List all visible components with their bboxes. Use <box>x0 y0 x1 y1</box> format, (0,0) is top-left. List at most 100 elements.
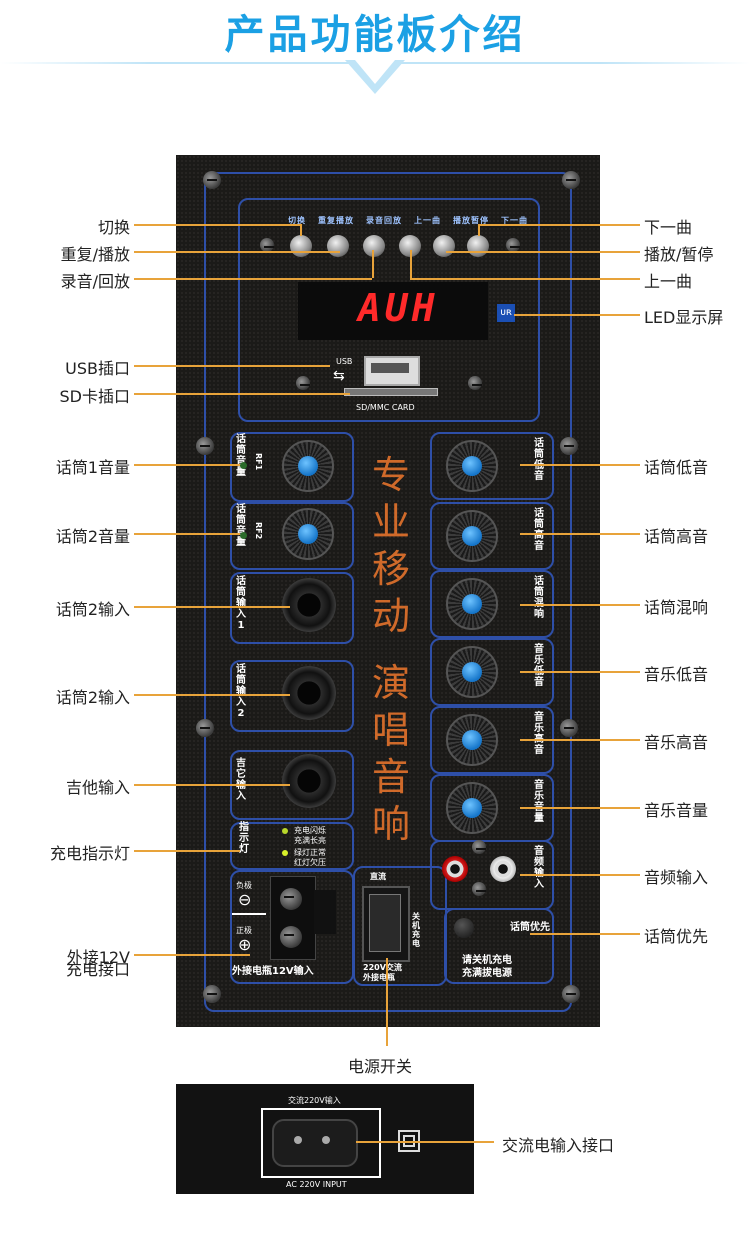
ac-socket[interactable] <box>272 1119 358 1167</box>
slogan-text: 演唱音响 <box>371 661 410 846</box>
charge-note-2: 充满拔电源 <box>462 968 512 979</box>
guitar-input-jack[interactable] <box>282 754 336 808</box>
callout-line <box>410 250 412 278</box>
mic1-input-module <box>230 572 354 644</box>
ac-pin <box>322 1136 330 1144</box>
red-rca-jack[interactable] <box>442 856 468 882</box>
right-knob-module <box>430 502 554 570</box>
callout-label-right: 音乐低音 <box>644 665 709 684</box>
plus-icon: ⊕ <box>238 935 252 954</box>
callout-line <box>520 604 640 606</box>
white-rca-jack[interactable] <box>490 856 516 882</box>
right-knob[interactable] <box>446 510 498 562</box>
right-knob-vert: 音乐低音 <box>534 644 544 688</box>
charge-indicator-module <box>230 822 354 870</box>
charge-note-1: 请关机充电 <box>462 955 512 966</box>
next-track-button[interactable] <box>467 235 489 257</box>
callout-label-right: 话筒混响 <box>644 598 709 617</box>
control-module <box>238 198 540 422</box>
previous-track-button[interactable] <box>399 235 421 257</box>
callout-label-left: 外接12V <box>66 948 130 967</box>
button-label: 切换 <box>288 216 306 225</box>
callout-line <box>134 850 240 852</box>
callout-line <box>134 393 350 395</box>
board-outer-frame <box>204 172 572 1012</box>
rf2-label: RF2 <box>254 522 263 540</box>
chevron-inner <box>355 60 395 84</box>
callout-label-left: 话筒2输入 <box>55 688 130 707</box>
right-knob[interactable] <box>446 782 498 834</box>
callout-line <box>520 807 640 809</box>
switch-button[interactable] <box>290 235 312 257</box>
sd-card-slot[interactable] <box>344 388 438 396</box>
callout-line <box>372 250 374 278</box>
callout-line <box>446 251 640 253</box>
callout-label-right: LED显示屏 <box>644 308 724 327</box>
audio-input-vert: 音频输入 <box>534 846 544 890</box>
usb-symbol-icon: ⇆ <box>333 368 345 384</box>
right-knob[interactable] <box>446 714 498 766</box>
power-module <box>353 866 447 986</box>
right-knob[interactable] <box>446 440 498 492</box>
callout-line <box>134 464 240 466</box>
screw-icon <box>196 437 214 455</box>
callout-line <box>134 251 340 253</box>
mic1-volume-vert: 话筒音量 <box>236 434 246 478</box>
mic-priority-button[interactable] <box>454 918 474 938</box>
usb-text: USB <box>336 357 353 366</box>
callout-line <box>478 224 480 236</box>
screw-icon <box>203 985 221 1003</box>
callout-label-right: 播放/暂停 <box>644 245 714 264</box>
indicator-line1: 充电闪烁 <box>294 826 326 835</box>
mic2-volume-knob[interactable] <box>282 508 334 560</box>
right-knob[interactable] <box>446 578 498 630</box>
callout-line <box>134 224 300 226</box>
right-knob[interactable] <box>446 646 498 698</box>
callout-line <box>520 533 640 535</box>
screw-icon <box>560 719 578 737</box>
callout-label-left: 重复/播放 <box>60 245 130 264</box>
callout-label-left: 话筒2音量 <box>55 527 130 546</box>
rocker <box>369 894 401 952</box>
repeat-play-button[interactable] <box>327 235 349 257</box>
callout-line <box>530 933 640 935</box>
play-pause-button[interactable] <box>433 235 455 257</box>
battery-input-label: 外接电瓶12V输入 <box>232 966 314 977</box>
slogan-text: 专业移动 <box>371 453 410 638</box>
ac-input-callout: 交流电输入接口 <box>502 1136 615 1155</box>
terminal-screw-icon[interactable] <box>280 926 302 948</box>
callout-line <box>520 464 640 466</box>
right-knob-module <box>430 432 554 500</box>
callout-label-left: SD卡插口 <box>59 387 130 406</box>
callout-line <box>134 278 372 280</box>
right-knob-vert: 话筒混响 <box>534 576 544 620</box>
callout-line <box>520 739 640 741</box>
callout-line <box>134 365 330 367</box>
terminal-screw-icon[interactable] <box>280 888 302 910</box>
callout-line <box>134 606 290 608</box>
callout-line <box>514 314 640 316</box>
screw-icon <box>560 437 578 455</box>
usb-port-slot <box>371 363 409 373</box>
guitar-input-vert: 吉它输入 <box>236 758 246 802</box>
callout-label-right: 上一曲 <box>644 272 693 291</box>
negative-label: 负极 <box>236 881 252 890</box>
callout-line <box>520 671 640 673</box>
callout-line <box>134 533 240 535</box>
button-label: 下一曲 <box>501 216 528 225</box>
callout-label-right: 下一曲 <box>644 218 693 237</box>
button-label: 播放暂停 <box>453 216 489 225</box>
callout-label-left: 切换 <box>97 218 130 237</box>
callout-label-right: 音乐高音 <box>644 733 709 752</box>
callout-line <box>134 954 250 956</box>
screw-icon <box>472 882 486 896</box>
mic1-input-jack[interactable] <box>282 578 336 632</box>
callout-label-right: 话筒优先 <box>644 927 709 946</box>
rf1-indicator-led <box>240 462 247 469</box>
mic1-volume-module <box>230 432 354 502</box>
terminal-divider <box>232 913 266 915</box>
mic1-volume-knob[interactable] <box>282 440 334 492</box>
mic2-input-jack[interactable] <box>282 666 336 720</box>
indicator-line2: 充满长亮 <box>294 836 326 845</box>
record-playback-button[interactable] <box>363 235 385 257</box>
